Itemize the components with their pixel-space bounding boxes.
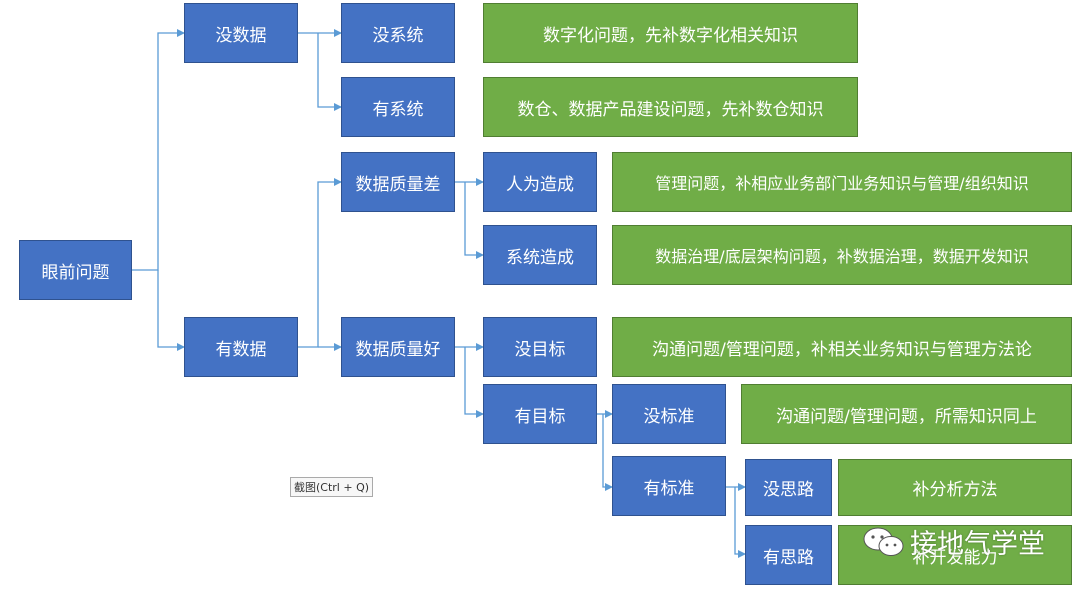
outcome-no-system: 数字化问题，先补数字化相关知识 [483,3,858,63]
node-no-data: 没数据 [184,3,298,63]
node-no-system: 没系统 [341,3,455,63]
node-no-data-label: 没数据 [215,25,267,46]
node-quality-good: 数据质量好 [341,317,455,377]
node-has-standard: 有标准 [612,456,726,516]
outcome-has-idea: 补开发能力 [838,525,1072,585]
node-quality-bad-label: 数据质量差 [355,174,441,195]
node-has-goal-label: 有目标 [514,406,566,427]
outcome-system-caused-text: 数据治理/底层架构问题，补数据治理，数据开发知识 [655,247,1029,266]
node-no-idea: 没思路 [745,459,832,516]
outcome-system-caused: 数据治理/底层架构问题，补数据治理，数据开发知识 [612,225,1072,285]
node-system-caused: 系统造成 [483,225,597,285]
outcome-no-goal: 沟通问题/管理问题，补相关业务知识与管理方法论 [612,317,1072,377]
outcome-no-idea-text: 补分析方法 [912,480,998,500]
screenshot-tooltip: 截图(Ctrl + Q) [290,477,374,497]
wechat-icon [863,527,904,556]
node-has-idea: 有思路 [745,525,832,585]
node-system-caused-label: 系统造成 [506,247,574,268]
node-no-goal: 没目标 [483,317,597,377]
outcome-no-system-text: 数字化问题，先补数字化相关知识 [543,25,798,46]
outcome-human-caused-text: 管理问题，补相应业务部门业务知识与管理/组织知识 [655,174,1029,193]
node-has-idea-label: 有思路 [763,547,814,568]
node-quality-good-label: 数据质量好 [355,339,441,360]
node-root-label: 眼前问题 [41,262,110,283]
node-quality-bad: 数据质量差 [341,152,455,212]
node-root: 眼前问题 [19,240,132,300]
node-has-goal: 有目标 [483,384,597,444]
node-human-caused-label: 人为造成 [506,174,574,195]
node-has-data: 有数据 [184,317,298,377]
node-no-goal-label: 没目标 [514,339,566,360]
outcome-has-idea-text: 补开发能力 [912,547,998,568]
outcome-has-system: 数仓、数据产品建设问题，先补数仓知识 [483,77,858,137]
outcome-no-standard-text: 沟通问题/管理问题，所需知识同上 [776,406,1037,427]
node-no-idea-label: 没思路 [763,480,814,500]
node-has-system: 有系统 [341,77,455,137]
node-no-system-label: 没系统 [372,25,424,46]
node-has-data-label: 有数据 [215,339,267,360]
node-no-standard: 没标准 [612,384,726,444]
node-human-caused: 人为造成 [483,152,597,212]
node-has-standard-label: 有标准 [643,478,695,499]
watermark-text: 接地气学堂 [910,529,1045,560]
node-no-standard-label: 没标准 [643,406,695,427]
outcome-no-standard: 沟通问题/管理问题，所需知识同上 [741,384,1072,444]
outcome-human-caused: 管理问题，补相应业务部门业务知识与管理/组织知识 [612,152,1072,212]
node-has-system-label: 有系统 [372,99,424,120]
outcome-no-goal-text: 沟通问题/管理问题，补相关业务知识与管理方法论 [652,339,1032,360]
watermark: 接地气学堂 [862,522,1045,561]
outcome-has-system-text: 数仓、数据产品建设问题，先补数仓知识 [517,99,824,120]
outcome-no-idea: 补分析方法 [838,459,1072,516]
